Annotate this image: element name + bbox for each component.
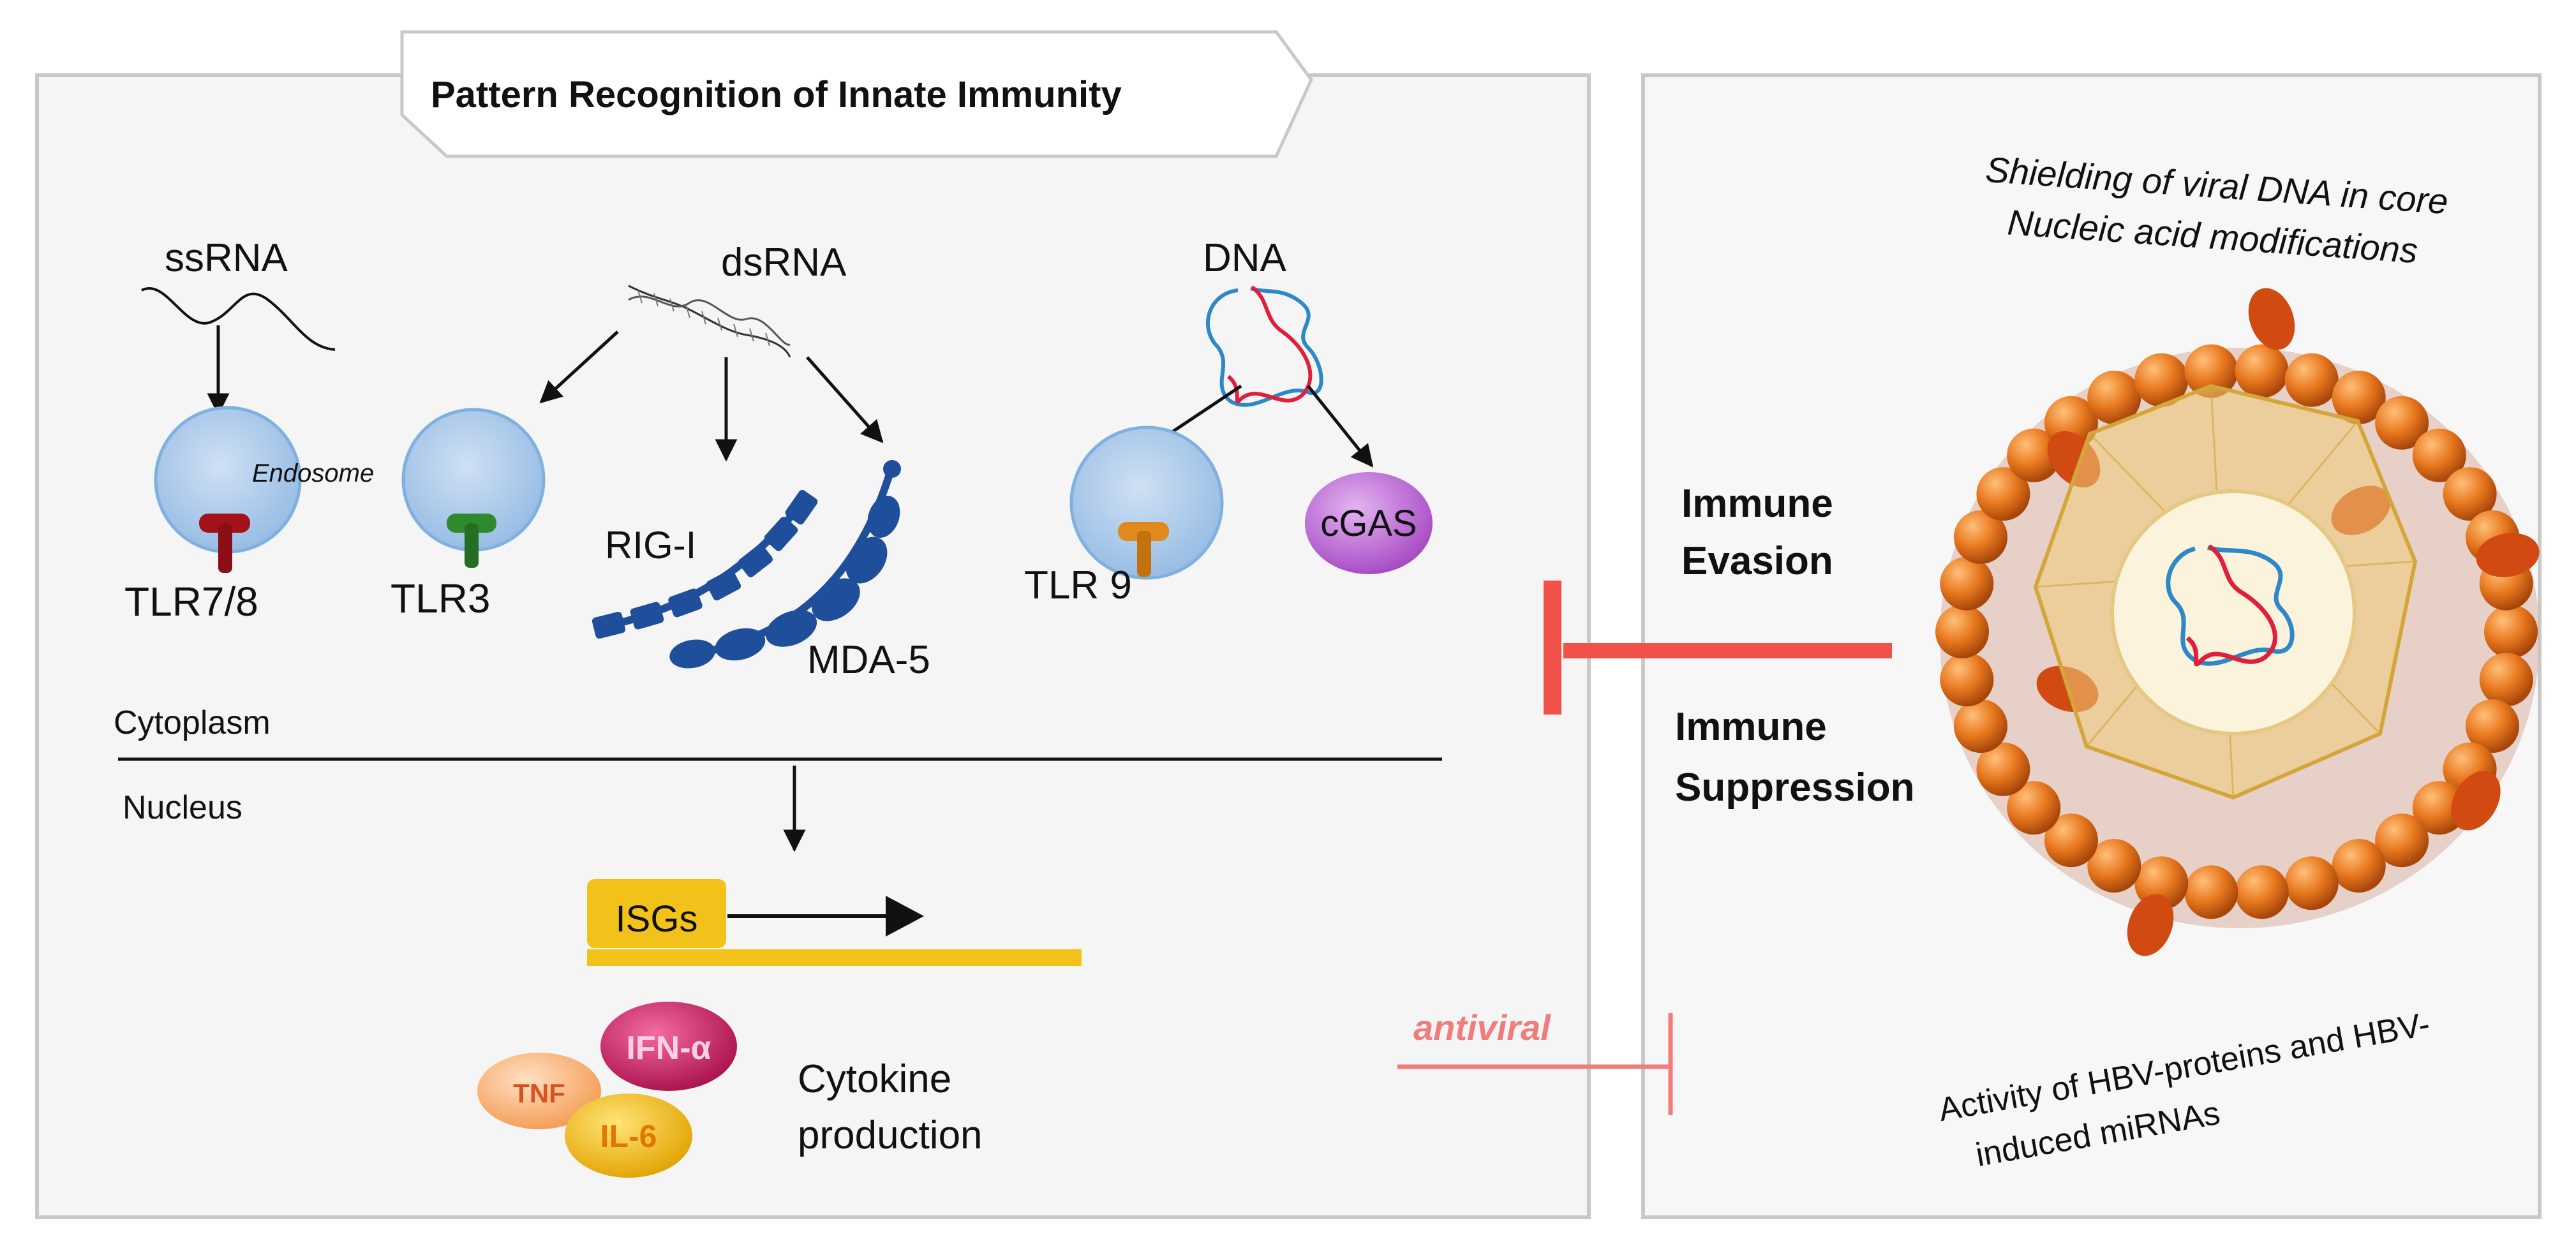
envelope-bead	[2235, 344, 2289, 398]
il6-label: IL-6	[600, 1118, 657, 1154]
dsrna-to-mda5-arrow	[806, 356, 884, 443]
envelope-bead	[2412, 428, 2466, 482]
surface-protein	[2476, 533, 2540, 577]
dna-to-cgas-arrow	[1307, 385, 1374, 468]
surface-protein	[2451, 771, 2501, 831]
tlr9-receptor	[1118, 522, 1169, 577]
dna-strand	[1205, 285, 1323, 407]
transcription-arrow-head	[886, 896, 924, 937]
innate-immunity-panel	[35, 73, 1591, 1219]
il6-cytokine	[565, 1094, 692, 1178]
antiviral-label: antiviral	[1413, 1007, 1551, 1048]
envelope-bead	[2184, 344, 2238, 398]
endosome-tlr9	[1069, 426, 1224, 580]
ifn-alpha-label: IFN-α	[626, 1030, 711, 1067]
immune-evasion-line1: Immune	[1681, 482, 1833, 526]
tnf-label: TNF	[513, 1078, 565, 1108]
cytoplasm-label: Cytoplasm	[114, 704, 271, 741]
core-genome-area	[2110, 489, 2356, 736]
envelope-bead	[2479, 653, 2533, 707]
dsrna-helix	[628, 285, 791, 358]
envelope-bead	[2332, 839, 2386, 893]
tlr3-label: TLR3	[391, 575, 491, 621]
rigi-protein	[592, 489, 818, 639]
envelope-bead	[2466, 699, 2519, 753]
ifn-alpha-cytokine	[600, 1002, 737, 1091]
mda5-protein	[669, 460, 901, 669]
envelope-bead	[2087, 371, 2141, 424]
envelope-bead	[1976, 467, 2030, 521]
envelope-bead	[2284, 856, 2339, 910]
envelope-bead	[1940, 653, 1994, 707]
title-tab	[400, 30, 1313, 158]
envelope-bead	[2375, 396, 2429, 450]
immune-suppression-line1: Immune	[1675, 705, 1827, 749]
envelope-beads	[1935, 288, 2540, 956]
dna-label: DNA	[1203, 236, 1287, 280]
envelope-bead	[2484, 605, 2538, 658]
envelope-bead	[2284, 353, 2339, 407]
nucleus-label: Nucleus	[123, 789, 242, 826]
surface-protein	[2248, 288, 2295, 350]
viral-dna	[2166, 544, 2295, 667]
envelope-bead	[2412, 781, 2466, 835]
envelope-bead	[2235, 865, 2289, 919]
envelope-bead	[2443, 467, 2497, 521]
tlr3-receptor	[447, 514, 496, 568]
envelope-bead	[2007, 428, 2061, 482]
envelope-bead	[2332, 371, 2386, 424]
immune-evasion-line2: Evasion	[1681, 539, 1833, 583]
envelope-bead	[1954, 699, 2007, 753]
cytokine-production-line1: Cytokine	[798, 1057, 951, 1101]
isgs-box	[587, 879, 726, 948]
isg-gene-track	[587, 949, 1082, 966]
cytokine-production-line2: production	[798, 1113, 983, 1157]
envelope-bead	[1954, 510, 2007, 564]
endosome-label: Endosome	[252, 459, 374, 487]
cgas-protein	[1305, 472, 1433, 574]
hbv-virion	[1935, 288, 2540, 956]
tnf-cytokine	[477, 1053, 601, 1129]
envelope-bead	[2087, 839, 2141, 893]
rigi-label: RIG-I	[605, 524, 696, 567]
isgs-label: ISGs	[616, 898, 698, 940]
envelope-bead	[2007, 781, 2061, 835]
ssrna-label: ssRNA	[165, 236, 288, 280]
diagram-title: Pattern Recognition of Innate Immunity	[431, 74, 1122, 115]
surface-protein	[2127, 894, 2174, 956]
tlr78-label: TLR7/8	[124, 579, 258, 625]
dsrna-to-tlr3-arrow	[539, 330, 619, 404]
ssrna-strand	[141, 287, 336, 351]
envelope-bead	[2375, 813, 2429, 868]
envelope-bead	[2134, 353, 2189, 407]
tlr78-receptor	[199, 514, 250, 573]
envelope-bead	[2184, 865, 2238, 919]
envelope-bead	[1976, 742, 2030, 796]
mda5-label: MDA-5	[807, 638, 930, 682]
immune-suppression-line2: Suppression	[1675, 766, 1915, 810]
cgas-label: cGAS	[1320, 503, 1417, 544]
dsrna-label: dsRNA	[721, 241, 847, 285]
envelope-bead	[2044, 813, 2098, 868]
tlr9-label: TLR 9	[1024, 563, 1132, 607]
envelope-bead	[1940, 556, 1994, 611]
envelope-bead	[1935, 605, 1989, 658]
